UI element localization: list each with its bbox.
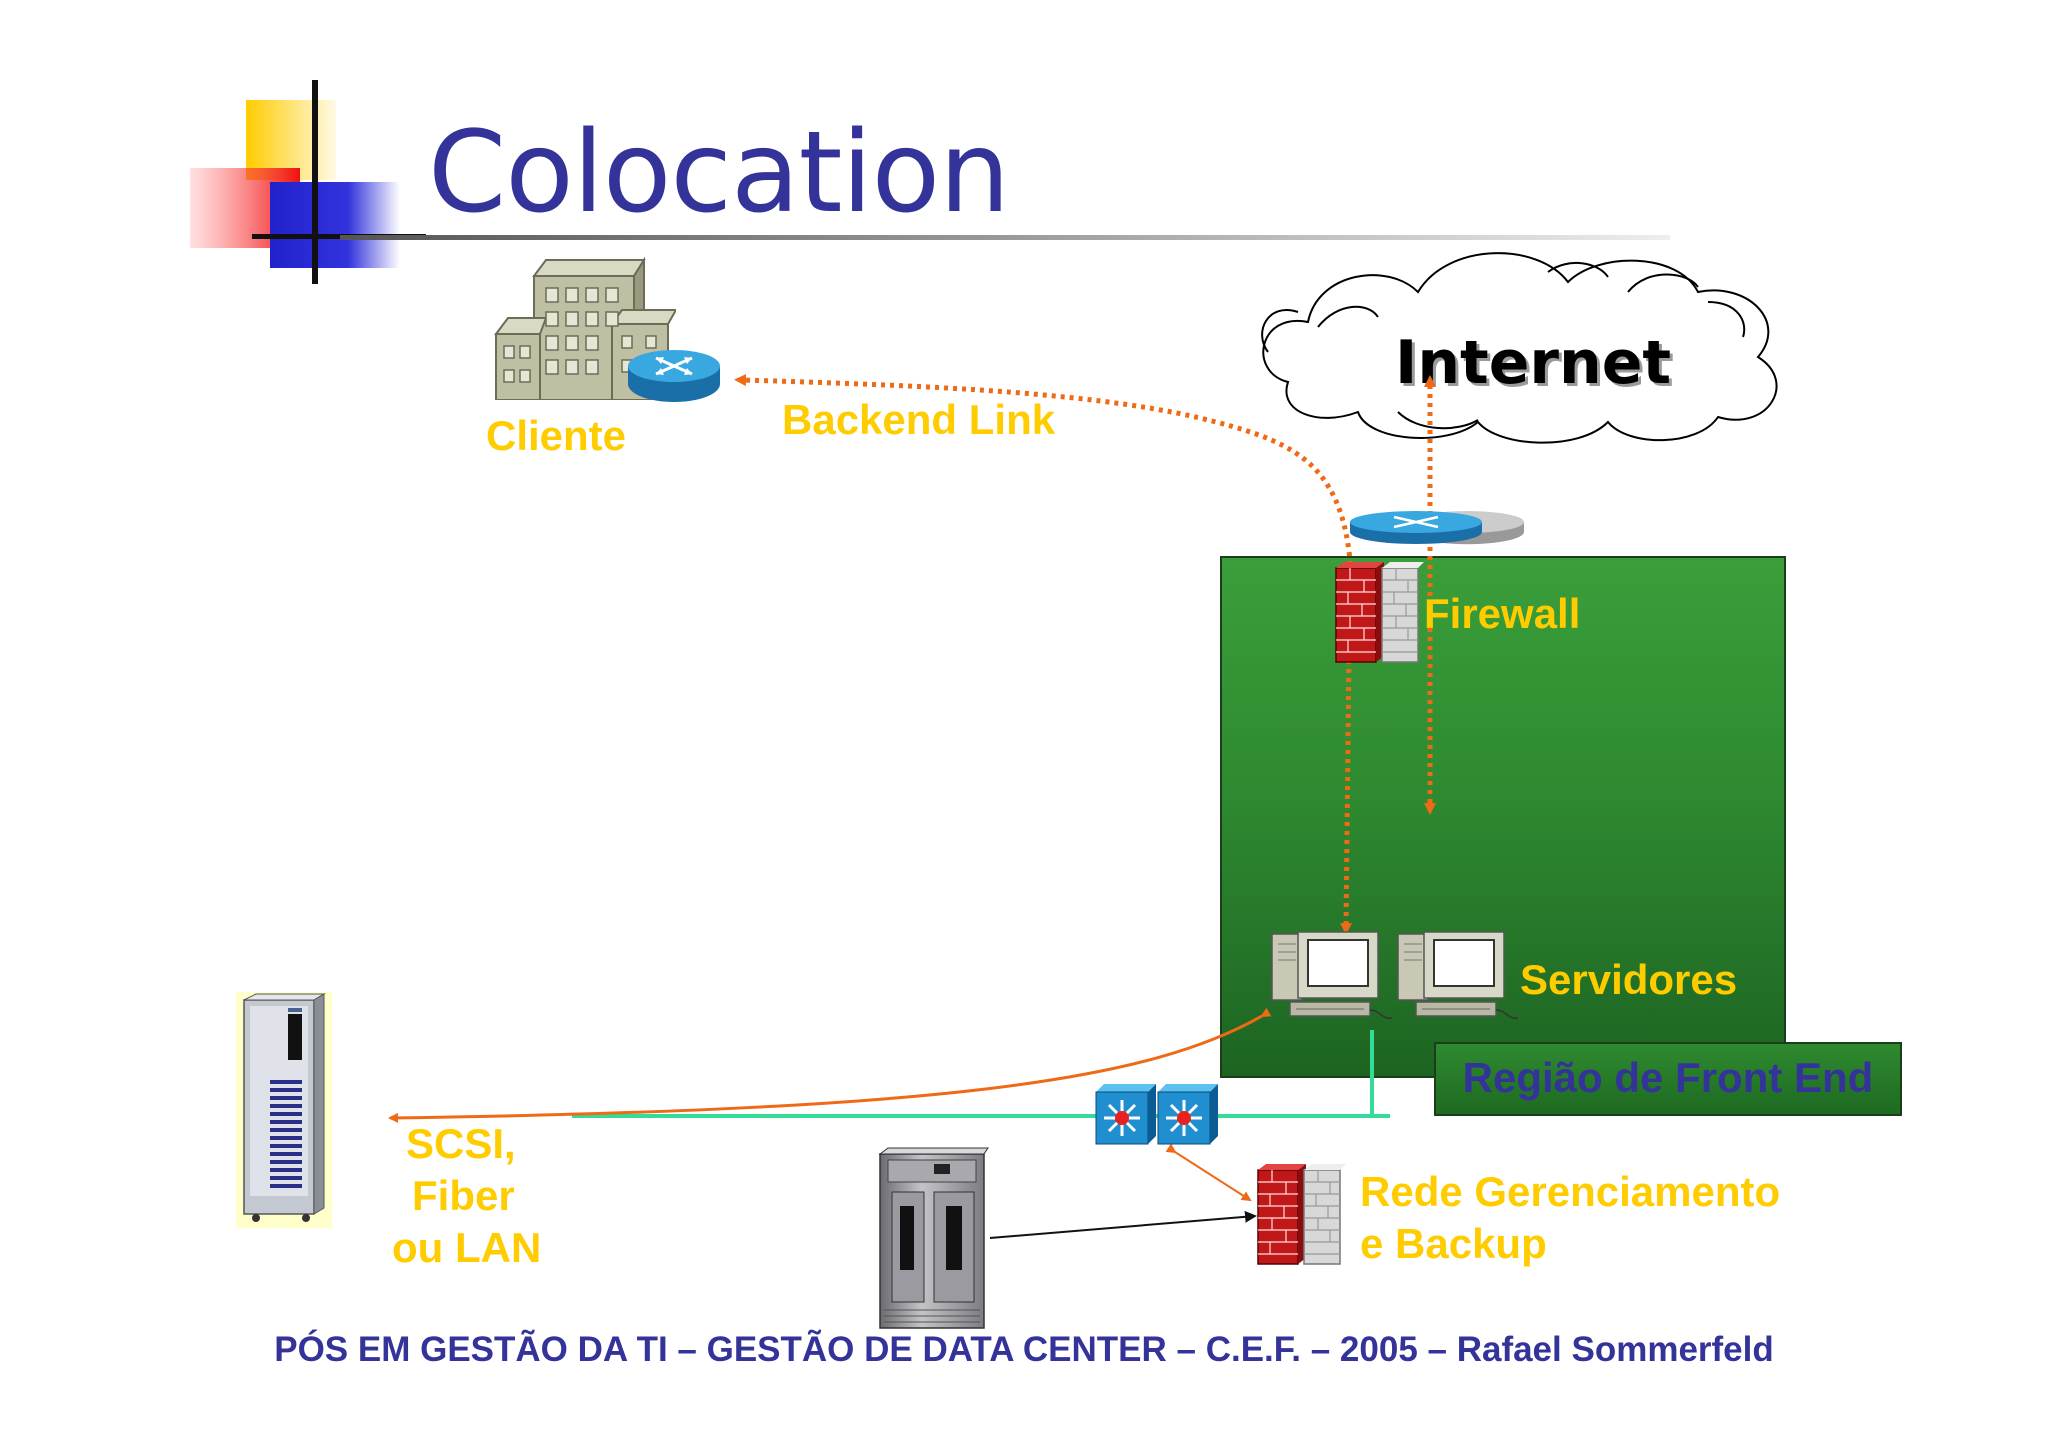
front-end-label: Região de Front End bbox=[1462, 1054, 1874, 1101]
cliente-label: Cliente bbox=[486, 412, 627, 459]
router-icon bbox=[626, 348, 722, 406]
router-icon bbox=[1348, 508, 1528, 548]
firewall-icon bbox=[1334, 562, 1424, 664]
firewall-label: Firewall bbox=[1424, 590, 1581, 637]
scsi-label: SCSI, bbox=[406, 1120, 516, 1167]
cloud-icon bbox=[1248, 232, 1808, 452]
slide-title: Colocation bbox=[428, 108, 1010, 238]
storage-tower-icon bbox=[236, 992, 332, 1228]
scsi-connector bbox=[388, 1007, 1272, 1123]
server-computer-icon bbox=[1396, 930, 1520, 1022]
rede-gerenciamento-label: Rede Gerenciamento bbox=[1360, 1168, 1781, 1215]
title-decoration-icon bbox=[186, 78, 426, 288]
title-underline bbox=[340, 235, 1670, 240]
server-computer-icon bbox=[1270, 930, 1394, 1022]
fiber-label: Fiber bbox=[412, 1172, 515, 1219]
office-building-icon bbox=[494, 254, 678, 401]
e-backup-label: e Backup bbox=[1360, 1220, 1547, 1267]
servidores-label: Servidores bbox=[1520, 956, 1738, 1003]
slide-footer: PÓS EM GESTÃO DA TI – GESTÃO DE DATA CEN… bbox=[274, 1330, 1774, 1369]
front-end-label-box: Região de Front End bbox=[1434, 1042, 1902, 1116]
backend-link-connector bbox=[734, 374, 1353, 935]
internet-label: Internet bbox=[1395, 328, 1672, 398]
switch-icon bbox=[1094, 1082, 1222, 1146]
firewall-icon bbox=[1256, 1164, 1346, 1266]
backup-connector bbox=[1165, 1143, 1252, 1202]
tape-library-icon bbox=[878, 1146, 990, 1330]
backend-link-label: Backend Link bbox=[782, 396, 1056, 443]
ou-lan-label: ou LAN bbox=[392, 1224, 542, 1271]
tape-connector bbox=[989, 1210, 1257, 1239]
